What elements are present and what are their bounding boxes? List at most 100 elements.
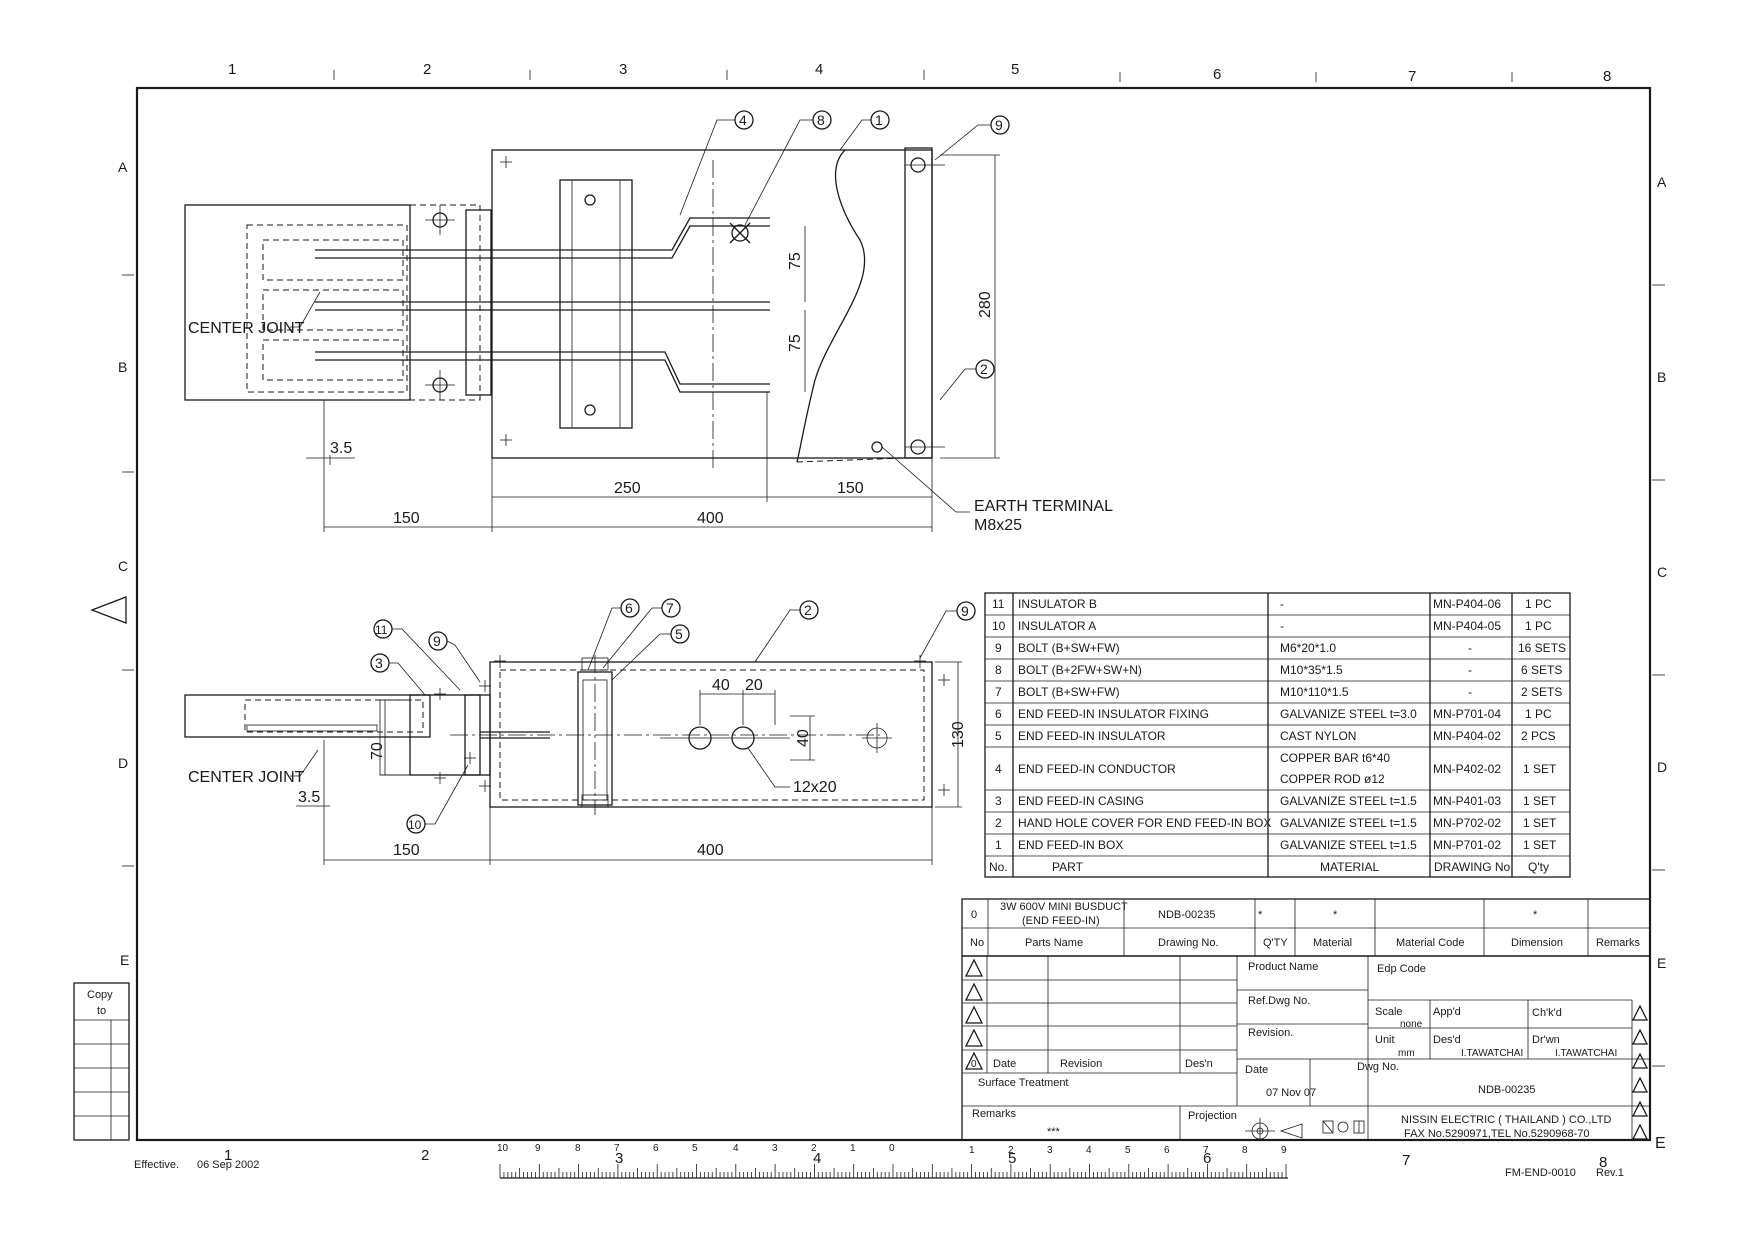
grid-col-5-bottom: 5 [1008, 1150, 1016, 1167]
ruler-label: 5 [692, 1143, 698, 1154]
title-block: 0 3W 600V MINI BUSDUCT (END FEED-IN) NDB… [961, 898, 1651, 1141]
unit-value: mm [1398, 1048, 1415, 1059]
grid-col-5: 5 [1011, 61, 1019, 78]
dwg-no-value: NDB-00235 [1478, 1084, 1535, 1096]
ruler-label: 7 [1203, 1145, 1209, 1156]
dim-150-front: 150 [393, 842, 420, 859]
grid-row-e: E [120, 952, 129, 968]
projection-symbol-icon [1245, 1118, 1303, 1140]
table-cell-no: 7 [995, 685, 1002, 699]
svg-text:6: 6 [625, 600, 633, 616]
desd-label: Des'd [1433, 1034, 1461, 1046]
revision-triangles [964, 958, 1649, 1140]
unit-label: Unit [1375, 1034, 1395, 1046]
ruler-label: 1 [969, 1145, 975, 1156]
svg-text:9: 9 [961, 603, 969, 619]
dim-70: 70 [369, 742, 386, 760]
table-cell-drawing: MN-P701-02 [1433, 838, 1501, 852]
dim-75-a: 75 [787, 252, 804, 270]
table-cell-qty: 16 SETS [1518, 641, 1566, 655]
table-cell-material: GALVANIZE STEEL t=1.5 [1280, 838, 1417, 852]
grid-row-b-right: B [1657, 369, 1666, 385]
table-cell-part: BOLT (B+SW+FW) [1018, 685, 1120, 699]
balloon-1: 1 [870, 110, 890, 130]
grid-col-3-bottom: 3 [615, 1150, 623, 1167]
ruler-label: 9 [1281, 1145, 1287, 1156]
ruler-label: 8 [575, 1143, 581, 1154]
svg-text:10: 10 [408, 818, 422, 832]
balloon-10: 10 [406, 814, 426, 834]
svg-text:11: 11 [375, 623, 388, 637]
ruler-label: 6 [1164, 1145, 1170, 1156]
footer: Effective. 06 Sep 2002 FM-END-0010 Rev.1 [134, 1159, 1624, 1179]
grid-col-1-bottom: 1 [224, 1147, 232, 1164]
row0-name-1: 3W 600V MINI BUSDUCT [1000, 901, 1128, 913]
table-cell-no: 6 [995, 707, 1002, 721]
dim-400-top: 400 [697, 510, 724, 527]
date-label: Date [1245, 1064, 1268, 1076]
svg-text:5: 5 [675, 626, 683, 642]
balloon-5: 5 [670, 624, 690, 644]
company-name: NISSIN ELECTRIC ( THAILAND ) CO.,LTD [1401, 1114, 1612, 1126]
grid-row-d: D [118, 755, 128, 771]
table-cell-drawing: - [1468, 685, 1472, 699]
ruler-label: 8 [1242, 1145, 1248, 1156]
row0-qty: * [1258, 909, 1263, 921]
ruler-label: 1 [850, 1143, 856, 1154]
projection-label: Projection [1188, 1110, 1237, 1122]
table-cell-qty: 1 SET [1523, 838, 1557, 852]
svg-text:7: 7 [666, 600, 674, 616]
balloon-2-top: 2 [975, 359, 995, 379]
front-view: 40 20 40 130 70 3.5 150 400 12x20 CENTER… [184, 598, 976, 865]
table-cell-no: 10 [992, 619, 1006, 633]
remarks-label: Remarks [972, 1108, 1017, 1120]
rev-revision-label: Revision [1060, 1058, 1102, 1070]
scale-value: none [1400, 1019, 1423, 1030]
ref-dwg-label: Ref.Dwg No. [1248, 995, 1310, 1007]
hdr-material: Material [1313, 937, 1352, 949]
dim-280: 280 [977, 291, 994, 318]
grid-col-1: 1 [228, 61, 236, 78]
form-revision: Rev.1 [1596, 1167, 1624, 1179]
company-contact: FAX No.5290971,TEL No.5290968-70 [1404, 1128, 1590, 1140]
grid-col-7-bottom: 7 [1402, 1152, 1410, 1169]
drwn-label: Dr'wn [1532, 1034, 1560, 1046]
dim-250: 250 [614, 480, 641, 497]
table-header-material: MATERIAL [1320, 860, 1379, 874]
grid-row-a-right: A [1657, 174, 1667, 190]
svg-text:8: 8 [817, 112, 825, 128]
table-cell-part: END FEED-IN CASING [1018, 794, 1144, 808]
ruler-label: 9 [535, 1143, 541, 1154]
left-grid-labels: A B C D E [90, 159, 134, 968]
table-cell-qty: 1 PC [1525, 619, 1552, 633]
dim-150-top-right: 150 [837, 480, 864, 497]
row0-no: 0 [971, 909, 977, 921]
table-cell-drawing: MN-P402-02 [1433, 762, 1501, 776]
hdr-parts-name: Parts Name [1025, 937, 1083, 949]
grid-row-a: A [118, 159, 128, 175]
edp-code-label: Edp Code [1377, 963, 1426, 975]
dim-150-top-left: 150 [393, 510, 420, 527]
svg-text:4: 4 [739, 112, 747, 128]
balloon-4: 4 [734, 110, 754, 130]
table-cell-part: END FEED-IN INSULATOR [1018, 729, 1166, 743]
copy-to-label: to [97, 1005, 106, 1017]
table-cell-material-2: COPPER ROD ø12 [1280, 772, 1385, 786]
balloon-8: 8 [812, 110, 832, 130]
table-cell-qty: 1 PC [1525, 707, 1552, 721]
table-cell-part: HAND HOLE COVER FOR END FEED-IN BOX [1018, 816, 1271, 830]
copy-to-box: Copy to [73, 982, 130, 1141]
crosshair-icon [862, 723, 892, 753]
company-logo-icon [1322, 1120, 1365, 1134]
table-cell-material: CAST NYLON [1280, 729, 1356, 743]
parts-list-table: 11 INSULATOR B - MN-P404-06 1 PC 10 INSU… [984, 592, 1571, 878]
row0-name-2: (END FEED-IN) [1022, 915, 1100, 927]
table-cell-part: INSULATOR B [1018, 597, 1097, 611]
grid-col-3: 3 [619, 61, 627, 78]
dim-3-5-top: 3.5 [330, 440, 352, 457]
dim-40-vertical: 40 [795, 729, 812, 747]
table-cell-part: BOLT (B+2FW+SW+N) [1018, 663, 1142, 677]
grid-row-c-right: C [1657, 564, 1667, 580]
table-cell-drawing: - [1468, 641, 1472, 655]
